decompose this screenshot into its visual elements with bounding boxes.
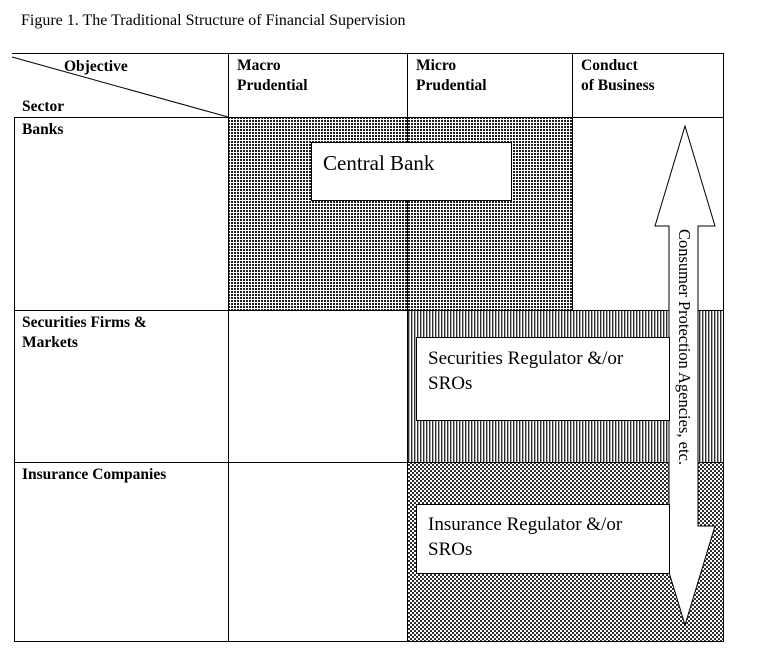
column-header-macro-prudential: Macro Prudential	[237, 56, 308, 96]
securities-regulator-box: Securities Regulator &/or SROs	[416, 337, 670, 421]
figure-caption: Figure 1. The Traditional Structure of F…	[21, 12, 406, 29]
column-header-line1: Macro	[237, 57, 281, 74]
table-grid	[11, 53, 724, 642]
row-header-line1: Banks	[22, 121, 64, 138]
insurance-regulator-label: Insurance Regulator &/or SROs	[428, 512, 622, 562]
consumer-protection-arrow	[654, 124, 716, 627]
column-header-micro-prudential: Micro Prudential	[416, 56, 487, 96]
row-header-line2: Markets	[22, 334, 78, 351]
securities-regulator-line1: Securities Regulator &/or	[428, 348, 624, 369]
central-bank-box: Central Bank	[311, 142, 512, 201]
column-header-line2: Prudential	[237, 77, 308, 94]
column-header-conduct-of-business: Conduct of Business	[581, 56, 655, 96]
row-header-line1: Insurance Companies	[22, 466, 167, 483]
column-header-line2: Prudential	[416, 77, 487, 94]
row-header-insurance-companies: Insurance Companies	[22, 465, 166, 485]
row-header-securities-firms: Securities Firms & Markets	[22, 313, 147, 353]
objective-label: Objective	[64, 58, 128, 75]
row-header-line1: Securities Firms &	[22, 314, 147, 331]
insurance-regulator-line2: SROs	[428, 539, 473, 560]
column-header-line1: Conduct	[581, 57, 638, 74]
insurance-regulator-box: Insurance Regulator &/or SROs	[416, 504, 670, 574]
securities-regulator-line2: SROs	[428, 373, 473, 394]
column-header-line2: of Business	[581, 77, 655, 94]
insurance-regulator-line1: Insurance Regulator &/or	[428, 514, 623, 535]
consumer-protection-label: Consumer Protection Agencies, etc.	[675, 229, 694, 465]
sector-label: Sector	[22, 98, 65, 115]
central-bank-label: Central Bank	[323, 151, 435, 175]
column-header-line1: Micro	[416, 57, 457, 74]
row-header-banks: Banks	[22, 120, 63, 140]
securities-regulator-label: Securities Regulator &/or SROs	[428, 346, 623, 396]
header-diagonal	[11, 56, 229, 118]
